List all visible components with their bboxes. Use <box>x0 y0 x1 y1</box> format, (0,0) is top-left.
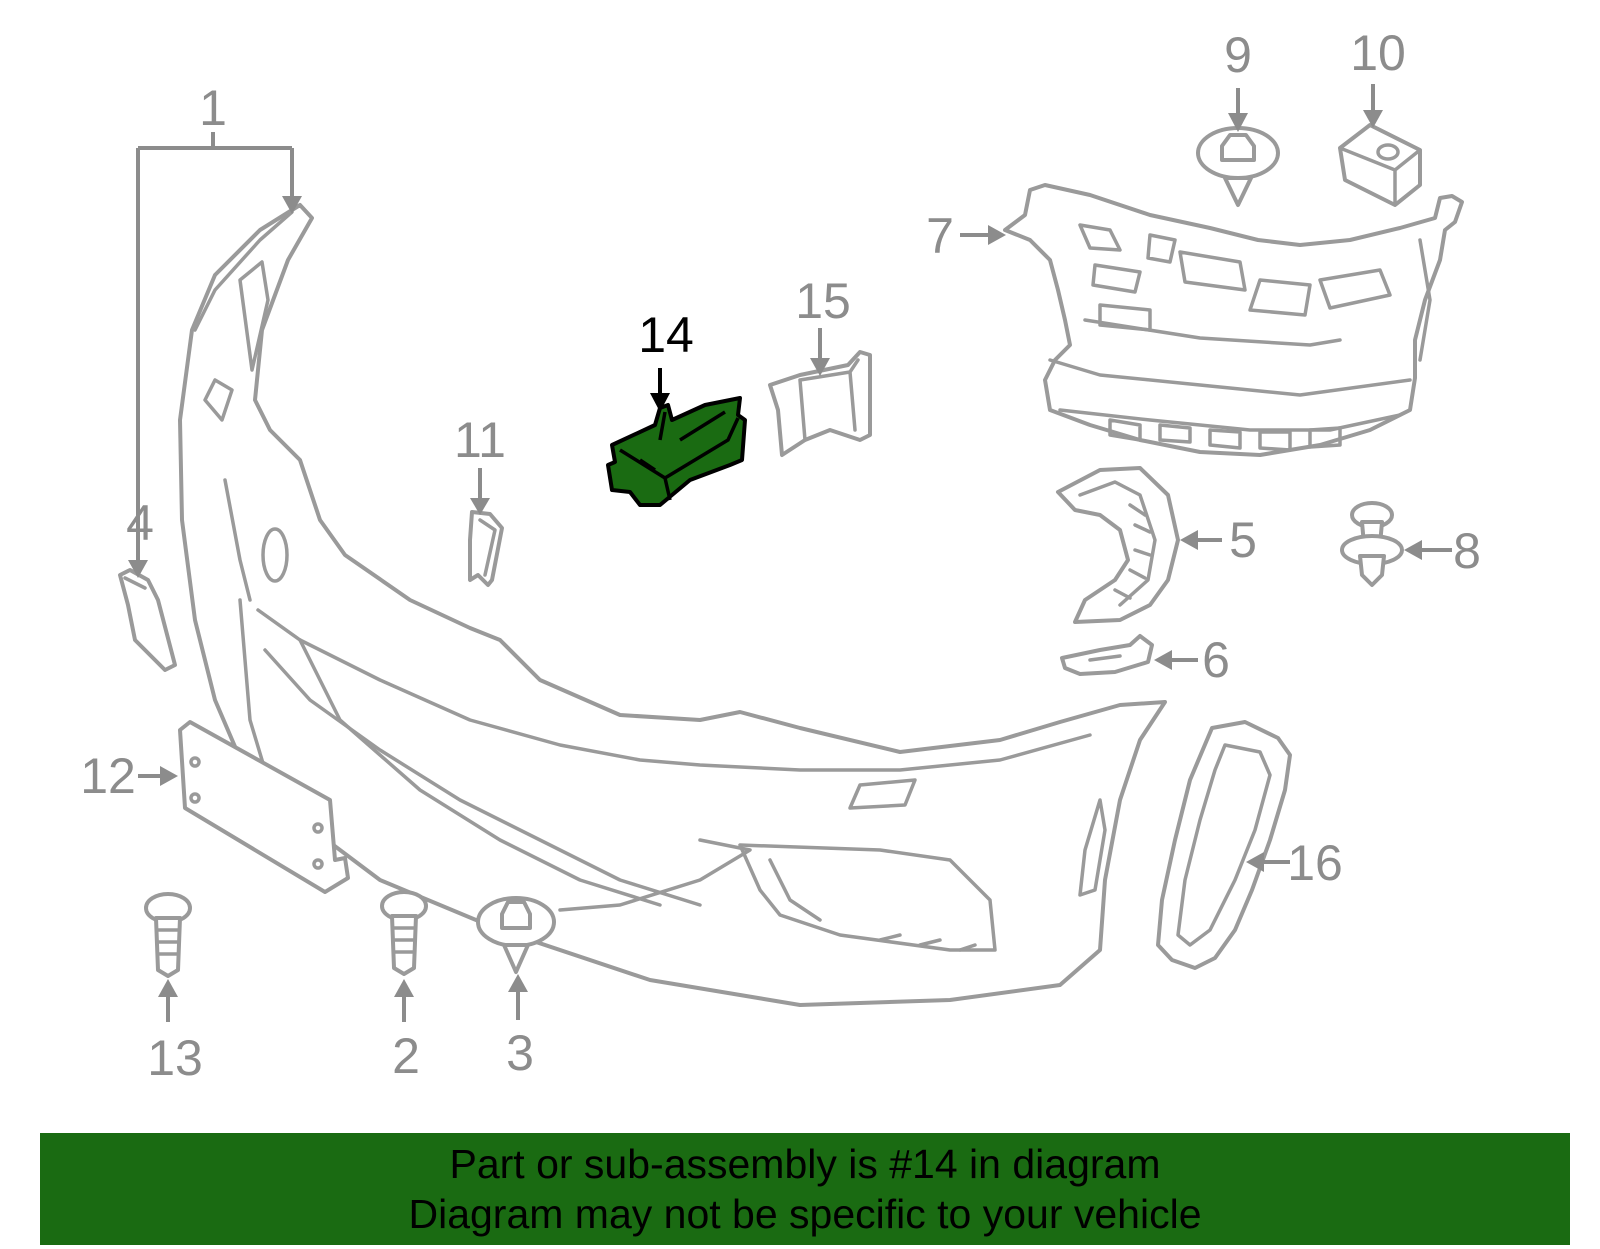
bumper-carrier-part-7 <box>1003 183 1464 457</box>
callout-6: 6 <box>1202 632 1230 688</box>
bracket-part-4 <box>118 568 177 672</box>
leader-lines <box>128 84 1452 1022</box>
push-clip-part-8 <box>1340 501 1404 587</box>
callout-labels: 1 2 3 4 5 6 7 8 9 10 11 12 13 14 15 16 <box>80 25 1481 1086</box>
air-duct-part-14[interactable] <box>606 396 747 507</box>
callout-1: 1 <box>199 80 227 136</box>
bumper-cover-part-1 <box>178 203 1167 1007</box>
nut-part-9 <box>1196 126 1280 207</box>
screw-part-13 <box>144 892 192 978</box>
callout-9: 9 <box>1224 27 1252 83</box>
callout-5: 5 <box>1229 512 1257 568</box>
callout-13: 13 <box>147 1030 203 1086</box>
callout-10: 10 <box>1350 25 1406 81</box>
screw-part-2 <box>380 890 428 976</box>
banner-disclaimer: Diagram may not be specific to your vehi… <box>408 1191 1202 1237</box>
callout-4: 4 <box>126 495 154 551</box>
bracket-part-15 <box>768 350 872 457</box>
callout-11: 11 <box>454 412 506 468</box>
bracket-part-5 <box>1056 466 1180 624</box>
bracket-part-6 <box>1060 634 1154 676</box>
nut-part-3 <box>476 896 556 974</box>
callout-15: 15 <box>795 273 851 329</box>
license-bracket-part-12 <box>178 720 350 894</box>
clip-nut-part-10 <box>1338 123 1422 207</box>
callout-2: 2 <box>392 1028 420 1084</box>
callout-7: 7 <box>926 208 954 264</box>
parts-diagram: 1 2 3 4 5 6 7 8 9 10 11 12 13 14 15 16 <box>80 25 1481 1086</box>
banner-part-note: Part or sub-assembly is #14 in diagram <box>449 1141 1161 1187</box>
reflector-trim-part-16 <box>1156 720 1292 970</box>
info-banner: Part or sub-assembly is #14 in diagram D… <box>40 1133 1570 1245</box>
callout-14: 14 <box>638 307 694 363</box>
callout-3: 3 <box>506 1025 534 1081</box>
trim-clip-part-11 <box>468 510 504 587</box>
callout-8: 8 <box>1453 523 1481 579</box>
callout-16: 16 <box>1287 835 1343 891</box>
callout-12: 12 <box>80 748 136 804</box>
